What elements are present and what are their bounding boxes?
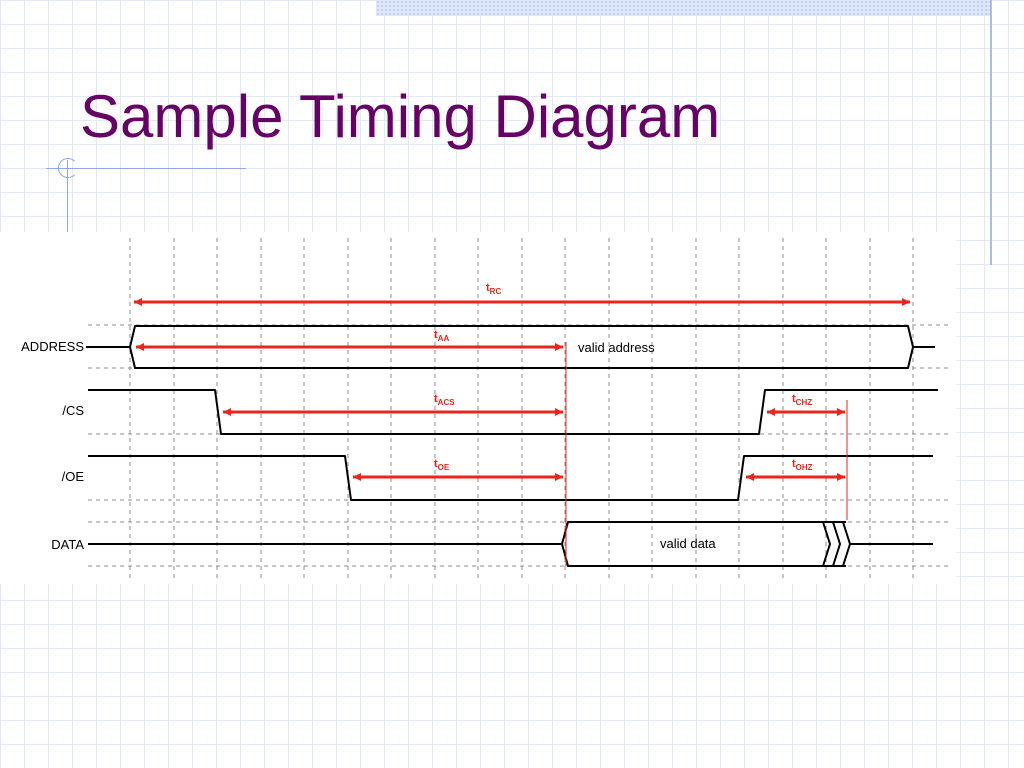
signal-label-data: DATA: [51, 537, 84, 552]
signal-label-address: ADDRESS: [21, 339, 84, 354]
data-valid-label: valid data: [660, 536, 716, 551]
signal-label-cs: /CS: [62, 403, 84, 418]
tchz-label: tCHZ: [792, 393, 812, 407]
trc-label: tRC: [486, 282, 501, 296]
taa-label: tAA: [434, 329, 449, 343]
decor-line-horizontal: [46, 168, 246, 169]
cs-waveform: [88, 389, 938, 435]
signal-label-oe: /OE: [62, 469, 85, 484]
toe-label: tOE: [434, 458, 450, 472]
vertical-grid: [129, 238, 914, 580]
decor-circle: [58, 158, 78, 178]
address-waveform: [86, 325, 935, 369]
oe-waveform: [88, 455, 933, 501]
address-valid-label: valid address: [578, 340, 655, 355]
tacs-label: tACS: [434, 393, 455, 407]
header-band: [376, 0, 992, 16]
slide-title: Sample Timing Diagram: [80, 83, 721, 150]
margin-rule: [990, 0, 992, 265]
data-waveform: [88, 521, 933, 567]
decor-line-vertical: [67, 160, 68, 238]
tohz-label: tOHZ: [792, 458, 813, 472]
